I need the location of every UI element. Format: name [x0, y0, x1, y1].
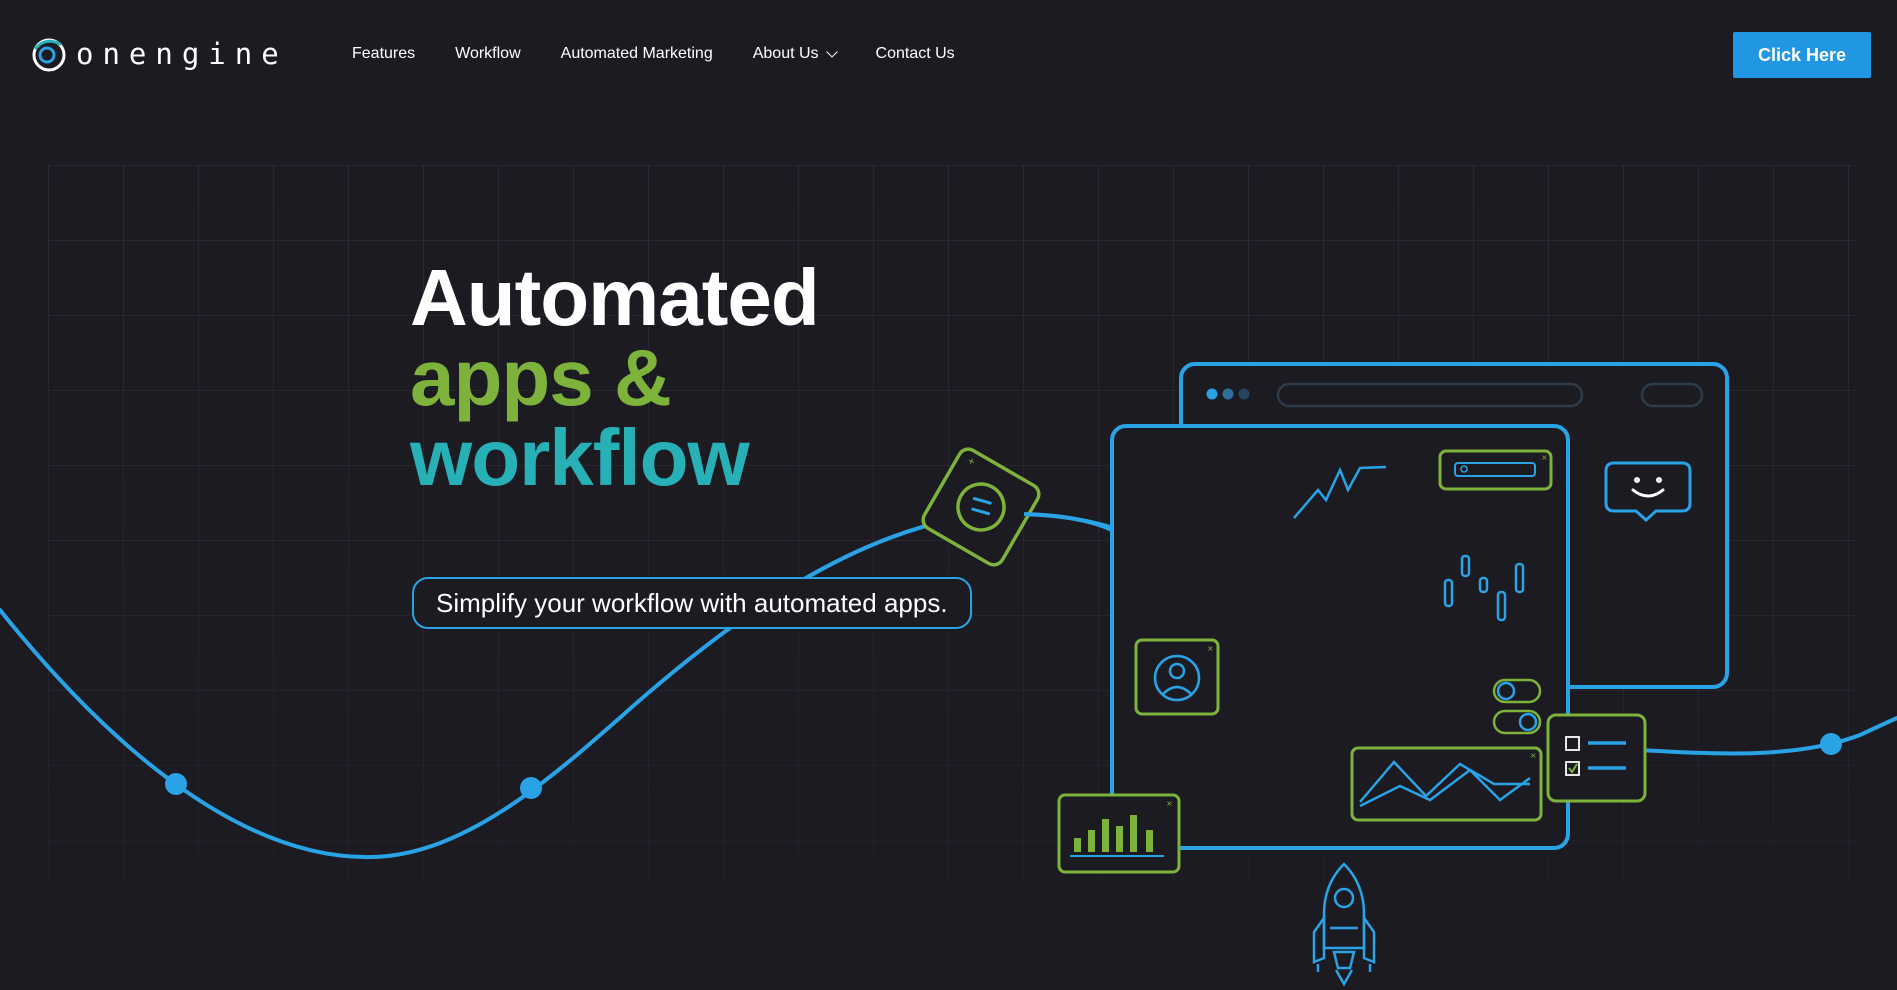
logo-link[interactable]: onengine: [30, 34, 288, 74]
nav-item-label: Contact Us: [875, 45, 955, 62]
hero-line-workflow: workflow: [410, 413, 750, 502]
curve-node: [1820, 733, 1842, 755]
user-profile-icon: ×: [1134, 638, 1220, 716]
hero-heading: Automated apps & workflow: [410, 253, 820, 502]
nav-item-features[interactable]: Features: [352, 40, 415, 68]
nav-item-label: Features: [352, 45, 416, 62]
toggle-switch-icon: [1492, 678, 1542, 735]
svg-text:×: ×: [1530, 751, 1537, 760]
brand-name: onengine: [76, 36, 288, 71]
svg-text:×: ×: [1207, 644, 1214, 653]
nav-item-label: Workflow: [455, 45, 521, 62]
rocket-icon: [1312, 862, 1376, 987]
curve-node: [165, 773, 187, 795]
svg-text:+: +: [965, 456, 977, 468]
nav-item-about-us[interactable]: About Us: [752, 40, 838, 68]
nav-item-contact-us[interactable]: Contact Us: [876, 40, 955, 68]
sync-badge-icon: +: [921, 447, 1041, 567]
search-bar-icon: ×: [1438, 449, 1553, 491]
svg-text:×: ×: [1541, 453, 1548, 462]
area-chart-icon: ×: [1350, 746, 1543, 822]
svg-text:×: ×: [1166, 799, 1173, 808]
hero-line-apps: apps &: [410, 333, 672, 422]
site-header: onengine Features Workflow Automated Mar…: [0, 0, 1897, 110]
orbit-logo-icon: [32, 38, 66, 72]
curve-node: [520, 777, 542, 799]
click-here-button[interactable]: Click Here: [1733, 32, 1871, 78]
main-nav: Features Workflow Automated Marketing Ab…: [352, 40, 995, 68]
bar-chart-icon: ×: [1057, 793, 1181, 874]
badge-connector: [1023, 512, 1113, 532]
nav-item-workflow[interactable]: Workflow: [455, 40, 521, 68]
hero-line-automated: Automated: [410, 253, 820, 342]
app-window: [1110, 424, 1570, 850]
smiley-chat-icon: [1604, 461, 1692, 523]
chevron-down-icon: [825, 45, 838, 58]
hero-tagline: Simplify your workflow with automated ap…: [412, 577, 972, 629]
nav-item-automated-marketing[interactable]: Automated Marketing: [561, 40, 713, 68]
nav-item-label: About Us: [752, 45, 819, 62]
nav-item-label: Automated Marketing: [560, 45, 713, 62]
checklist-icon: [1546, 713, 1647, 803]
